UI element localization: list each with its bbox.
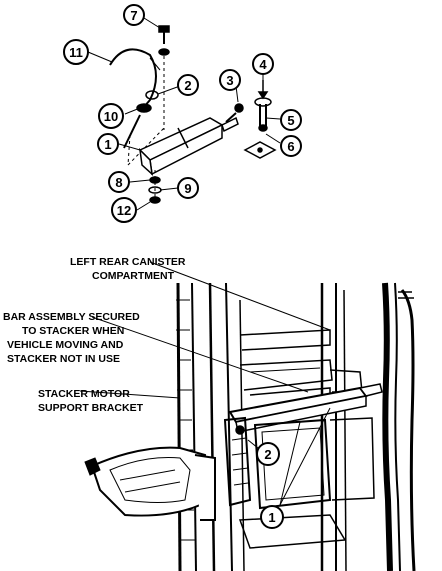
callout-8: 8 <box>108 171 130 193</box>
label-stacker-motor: STACKER MOTOR SUPPORT BRACKET <box>38 388 144 414</box>
callout-4: 4 <box>252 53 274 75</box>
stacker-rails <box>176 282 245 571</box>
callout-10-text: 10 <box>104 109 118 124</box>
callout-2: 2 <box>177 74 199 96</box>
bolt-part-4 <box>254 80 272 132</box>
label-motor-line-1: STACKER MOTOR <box>38 388 130 400</box>
callout-7: 7 <box>123 4 145 26</box>
callout-5: 5 <box>280 109 302 131</box>
label-bar-assembly: BAR ASSEMBLY SECURED TO STACKER WHEN VEH… <box>3 311 140 365</box>
callout-bottom-1-text: 1 <box>268 510 275 525</box>
callout-3: 3 <box>219 69 241 91</box>
motor-support-bracket <box>223 416 252 507</box>
callout-5-text: 5 <box>287 113 294 128</box>
label-motor-line-2: SUPPORT BRACKET <box>38 402 144 414</box>
label-left-rear-line-2: COMPARTMENT <box>92 270 175 282</box>
tray-seat <box>84 446 216 521</box>
installed-view <box>79 261 416 571</box>
callout-1-text: 1 <box>104 137 111 152</box>
label-leaders <box>79 261 331 506</box>
callout-12: 12 <box>111 197 137 223</box>
callout-1: 1 <box>97 133 119 155</box>
callout-bottom-2-text: 2 <box>264 447 271 462</box>
label-bar-line-3: VEHICLE MOVING AND <box>7 339 124 351</box>
callout-2-text: 2 <box>184 78 191 93</box>
callout-7-text: 7 <box>130 8 137 23</box>
pin-part-3 <box>225 103 244 123</box>
exploded-view <box>87 17 281 211</box>
callout-bottom-2: 2 <box>256 442 280 466</box>
callout-9-text: 9 <box>184 181 191 196</box>
callout-12-text: 12 <box>117 203 131 218</box>
callout-11-text: 11 <box>69 45 83 60</box>
hoses <box>382 282 416 571</box>
label-left-rear-canister: LEFT REAR CANISTER COMPARTMENT <box>70 256 186 282</box>
nut-stack-parts-8-9-12 <box>148 170 162 205</box>
callout-8-text: 8 <box>115 175 122 190</box>
label-left-rear-line-1: LEFT REAR CANISTER <box>70 256 186 268</box>
label-bar-line-1: BAR ASSEMBLY SECURED <box>3 311 140 323</box>
lower-canister-box <box>238 417 375 549</box>
callout-bottom-1: 1 <box>260 505 284 529</box>
callout-6-text: 6 <box>287 139 294 154</box>
callout-6: 6 <box>280 135 302 157</box>
bar-part-1 <box>138 116 239 176</box>
label-bar-line-4: STACKER NOT IN USE <box>7 353 120 365</box>
washer-part-6 <box>243 141 277 159</box>
callout-4-text: 4 <box>259 57 267 72</box>
callout-10: 10 <box>98 103 124 129</box>
bolt-part-7 <box>158 25 170 130</box>
label-bar-line-2: TO STACKER WHEN <box>22 325 124 337</box>
callout-3-text: 3 <box>226 73 233 88</box>
callout-9: 9 <box>177 177 199 199</box>
callout-11: 11 <box>63 39 89 65</box>
